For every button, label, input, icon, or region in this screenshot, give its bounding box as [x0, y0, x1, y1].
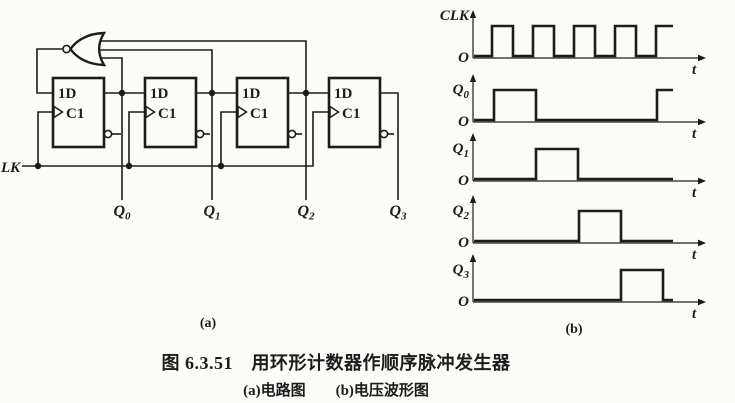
origin-label: O	[458, 235, 469, 251]
time-axis-arrow	[698, 298, 706, 306]
time-axis-arrow	[698, 118, 706, 126]
time-axis-label: t	[692, 62, 697, 78]
clock-input-label: C1	[342, 106, 360, 122]
signal-label-q0: Q0	[453, 82, 470, 101]
wire-clk-to-c1-ff1	[37, 111, 53, 166]
signal-label-q1: Q1	[453, 141, 469, 160]
inverted-output-bubble	[379, 129, 389, 139]
inverted-output-bubble	[103, 129, 113, 139]
nor-gate-body	[69, 31, 107, 67]
time-axis-arrow	[698, 54, 706, 62]
origin-label: O	[458, 50, 469, 66]
wire-nor-input-q0	[96, 57, 123, 93]
junction-dots	[34, 89, 310, 170]
time-axis-label: t	[692, 126, 697, 142]
wire-nor-output-feedback	[36, 48, 63, 94]
wire-nor-input-q2	[96, 40, 307, 93]
time-axis-label: t	[692, 185, 697, 201]
time-axis-arrow	[698, 239, 706, 247]
value-axis-arrow	[469, 195, 477, 203]
wires	[22, 40, 399, 200]
junction-dot	[208, 89, 216, 97]
d-input-label: 1D	[58, 86, 77, 102]
junction-dot	[217, 162, 225, 170]
wire-nor-input-q1	[97, 49, 213, 93]
junction-dot	[125, 162, 133, 170]
clock-input-label: C1	[66, 106, 84, 122]
wire-clk-to-c1-ff3	[220, 111, 237, 166]
figure-caption: 图 6.3.51 用环形计数器作顺序脉冲发生器 (a)电路图 (b)电压波形图	[0, 349, 672, 400]
waveform-trace-q2	[474, 209, 673, 243]
origin-label: O	[458, 114, 469, 130]
flipflop-3: 1D C1	[235, 76, 297, 149]
value-axis-arrow	[469, 133, 477, 141]
clock-edge-triangle	[53, 105, 64, 119]
output-label-q2: Q2	[297, 203, 315, 223]
wire-clk-bus	[22, 111, 329, 167]
d-input-label: 1D	[150, 86, 169, 102]
origin-label: O	[458, 173, 469, 189]
value-axis-arrow	[469, 254, 477, 262]
flipflop-2: 1D C1	[143, 76, 205, 149]
clock-edge-triangle	[237, 105, 248, 119]
flipflop-1: 1D C1	[51, 76, 113, 149]
panel-a-label: (a)	[200, 316, 217, 331]
output-label-q0: Q0	[113, 203, 131, 223]
junction-dot	[302, 89, 310, 97]
value-axis-arrow	[469, 74, 477, 82]
d-input-label: 1D	[334, 86, 353, 102]
d-input-label: 1D	[242, 86, 261, 102]
inverted-output-bubble	[287, 129, 297, 139]
clock-input-label: C1	[250, 106, 268, 122]
signal-label-clk: CLK	[440, 8, 470, 24]
output-label-q3: Q3	[389, 203, 407, 223]
clock-edge-triangle	[145, 105, 156, 119]
clock-input-label: C1	[158, 106, 176, 122]
waveform-trace-q0	[474, 88, 673, 122]
circuit-panel: 1D C1 1D C1 1D C1 1D C1 LK Q0 Q1 Q2	[0, 31, 407, 331]
clk-input-label: LK	[0, 160, 21, 176]
clock-edge-triangle	[329, 105, 340, 119]
wire-clk-to-c1-ff2	[128, 111, 145, 166]
nor-gate-output-bubble	[62, 44, 71, 54]
waveform-trace-q3	[474, 268, 673, 302]
junction-dot	[118, 89, 126, 97]
time-axis-arrow	[698, 177, 706, 185]
waveform-row-clk: CLK Ot	[440, 8, 706, 78]
panel-b-label: (b)	[565, 322, 582, 337]
waveform-trace-clk	[474, 24, 673, 58]
value-axis-arrow	[469, 10, 477, 18]
junction-dot	[34, 162, 42, 170]
inverted-output-bubble	[195, 129, 205, 139]
waveform-trace-q1	[474, 147, 673, 181]
time-axis-label: t	[692, 306, 697, 322]
flipflop-4: 1D C1	[327, 76, 389, 149]
caption-subtitle: (a)电路图 (b)电压波形图	[243, 383, 429, 399]
time-axis-label: t	[692, 247, 697, 263]
nor-gate	[62, 31, 107, 67]
wire-q3-output	[380, 92, 399, 200]
caption-title: 图 6.3.51 用环形计数器作顺序脉冲发生器	[161, 353, 511, 373]
output-label-q1: Q1	[203, 203, 220, 223]
origin-label: O	[458, 294, 469, 310]
signal-label-q3: Q3	[453, 262, 470, 281]
signal-label-q2: Q2	[453, 203, 470, 222]
